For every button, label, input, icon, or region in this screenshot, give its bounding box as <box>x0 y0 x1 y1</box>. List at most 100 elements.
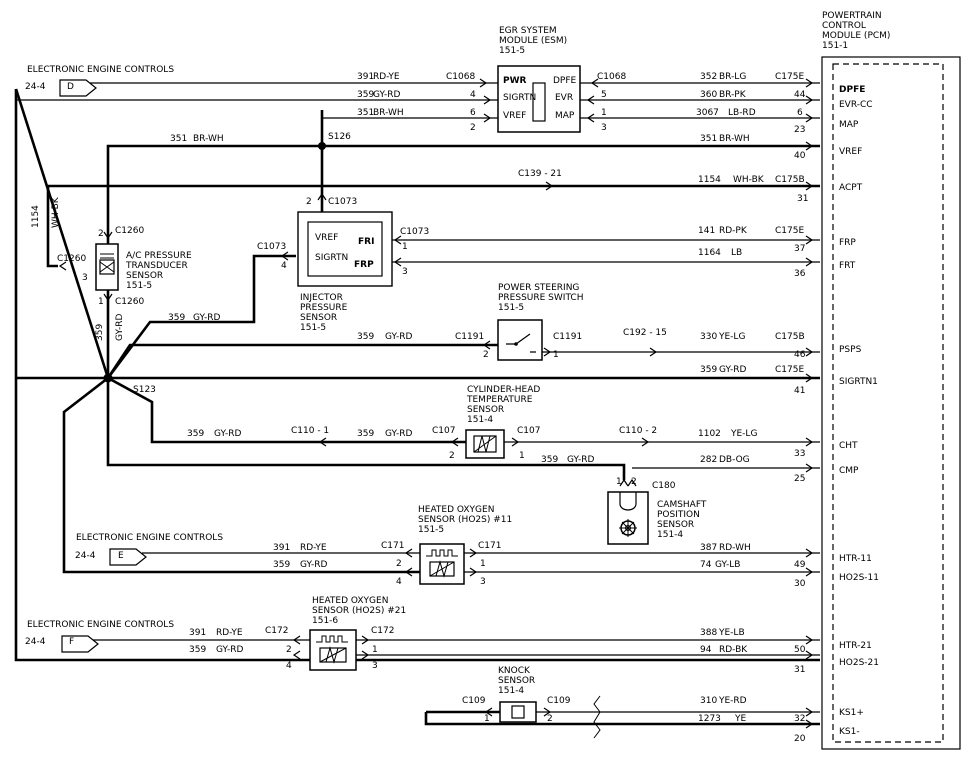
ps-sigrtn-wire <box>106 343 510 379</box>
wire-label: 359 <box>700 365 717 375</box>
esm-pin-map: MAP <box>555 111 575 121</box>
wire-label: 2 <box>631 477 637 487</box>
wire-label: YE-LG <box>730 429 757 439</box>
wire-label: 1 <box>616 477 622 487</box>
wire-label: C180 <box>652 481 676 491</box>
wire-label: 1154 <box>698 175 721 185</box>
wire-label: C109 <box>547 696 571 706</box>
terminal-acpt: ACPT <box>839 183 863 193</box>
wire-label: 1 <box>372 645 378 655</box>
wire-label: 3067 <box>696 108 719 118</box>
wire-label: DB-OG <box>719 455 750 465</box>
esm-pin-pwr: PWR <box>503 76 527 86</box>
wire-label: 141 <box>698 226 715 236</box>
cam-title-3: SENSOR <box>657 520 694 530</box>
wire-label: 351 <box>700 134 717 144</box>
injector-sigrtn-wire <box>106 254 296 379</box>
wire-label: RD-PK <box>719 226 748 236</box>
wire-label: 3 <box>402 267 408 277</box>
wire-label: YE-RD <box>718 696 747 706</box>
wire-label: 5 <box>601 90 607 100</box>
wire-label: 330 <box>700 332 717 342</box>
knock-sensor: KNOCK SENSOR 151-4 <box>498 666 601 739</box>
wire-label: 24-4 <box>75 551 96 561</box>
cht-sigrtn-wire <box>107 376 466 444</box>
splice-s123 <box>103 373 113 383</box>
injector-title-2: PRESSURE <box>300 303 348 313</box>
terminal-frp: FRP <box>839 238 856 248</box>
terminal-ks1-minus: KS1- <box>839 727 860 737</box>
wire-label: C110 - 2 <box>619 426 657 436</box>
ho2s11-title-3: 151-5 <box>418 525 444 535</box>
wire-label: C1068 <box>597 72 626 82</box>
wire-label: S126 <box>328 132 351 142</box>
wire-label: 387 <box>700 543 717 553</box>
terminal-cmp: CMP <box>839 466 859 476</box>
wire-label: GY-RD <box>373 90 400 100</box>
ho2s11-title-1: HEATED OXYGEN <box>418 505 494 515</box>
ho2s21-title-2: SENSOR (HO2S) #21 <box>312 606 406 616</box>
wire-label: 2 <box>470 123 476 133</box>
wire-label: C109 <box>462 696 486 706</box>
wire-label: 6 <box>470 108 476 118</box>
wire-label: F <box>69 637 74 647</box>
wire-label: C139 - 21 <box>518 169 562 179</box>
connector-d <box>59 79 97 97</box>
wire-label: C1073 <box>328 197 357 207</box>
wire-label: C107 <box>432 426 455 436</box>
acp-title-3: SENSOR <box>126 271 163 281</box>
wire-label: 33 <box>794 449 805 459</box>
wire-label: GY-RD <box>385 332 412 342</box>
ho2s21-title-3: 151-6 <box>312 616 338 626</box>
acpt-wire <box>46 184 820 268</box>
wire-label: GY-LB <box>715 560 740 570</box>
wire-label: GY-RD <box>385 429 412 439</box>
wire-label: 24-4 <box>25 82 46 92</box>
terminal-dpfe: DPFE <box>839 85 865 95</box>
wire-label: WH-BK <box>733 175 765 185</box>
injector-pin-sigrtn: SIGRTN <box>315 253 348 263</box>
wire-label: 46 <box>794 350 806 360</box>
wire-label: C1260 <box>115 226 144 236</box>
vertical-wire-label: WH-BK <box>51 196 61 228</box>
wire-label: 74 <box>700 560 712 570</box>
esm-pin-evr: EVR <box>555 93 573 103</box>
injector-title-1: INJECTOR <box>300 293 343 303</box>
acp-title-4: 151-5 <box>126 281 152 291</box>
wire-label: 24-4 <box>25 637 46 647</box>
wire-label: 2 <box>286 645 292 655</box>
wire-label: C172 <box>371 626 394 636</box>
wire-label: C175B <box>775 175 805 185</box>
terminal-ho2s-21: HO2S-21 <box>839 658 879 668</box>
terminal-cht: CHT <box>839 441 858 451</box>
terminal-htr-21: HTR-21 <box>839 641 872 651</box>
wire-label: C1191 <box>553 332 582 342</box>
wire-label: C192 - 15 <box>623 328 667 338</box>
cam-title-4: 151-4 <box>657 530 683 540</box>
knock-title-1: KNOCK <box>498 666 531 676</box>
cam-title-1: CAMSHAFT <box>657 500 707 510</box>
knock-title-2: SENSOR <box>498 676 535 686</box>
wire-label: 1 <box>480 559 486 569</box>
esm-title-2: MODULE (ESM) <box>499 36 567 46</box>
wire-label: E <box>118 551 124 561</box>
wire-label: C172 <box>265 626 288 636</box>
injector-title-3: SENSOR <box>300 313 337 323</box>
terminal-map: MAP <box>839 120 859 130</box>
wire-label: C107 <box>517 426 540 436</box>
cht-title-4: 151-4 <box>467 415 493 425</box>
wire-label: 359 <box>357 429 374 439</box>
cht-title-2: TEMPERATURE <box>466 395 533 405</box>
wire-label: 351 <box>357 108 374 118</box>
wire-label: 23 <box>794 125 805 135</box>
wire-label: YE <box>734 714 746 724</box>
wire-label: GY-RD <box>567 455 594 465</box>
terminal-sigrtn1: SIGRTN1 <box>839 377 878 387</box>
wire-label: RD-YE <box>373 72 400 82</box>
pcm-title-1: POWERTRAIN <box>822 11 882 21</box>
wire-label: 2 <box>449 451 455 461</box>
knock-title-3: 151-4 <box>498 686 524 696</box>
pcm-title-4: 151-1 <box>822 41 848 51</box>
wire-label: 1 <box>402 242 408 252</box>
